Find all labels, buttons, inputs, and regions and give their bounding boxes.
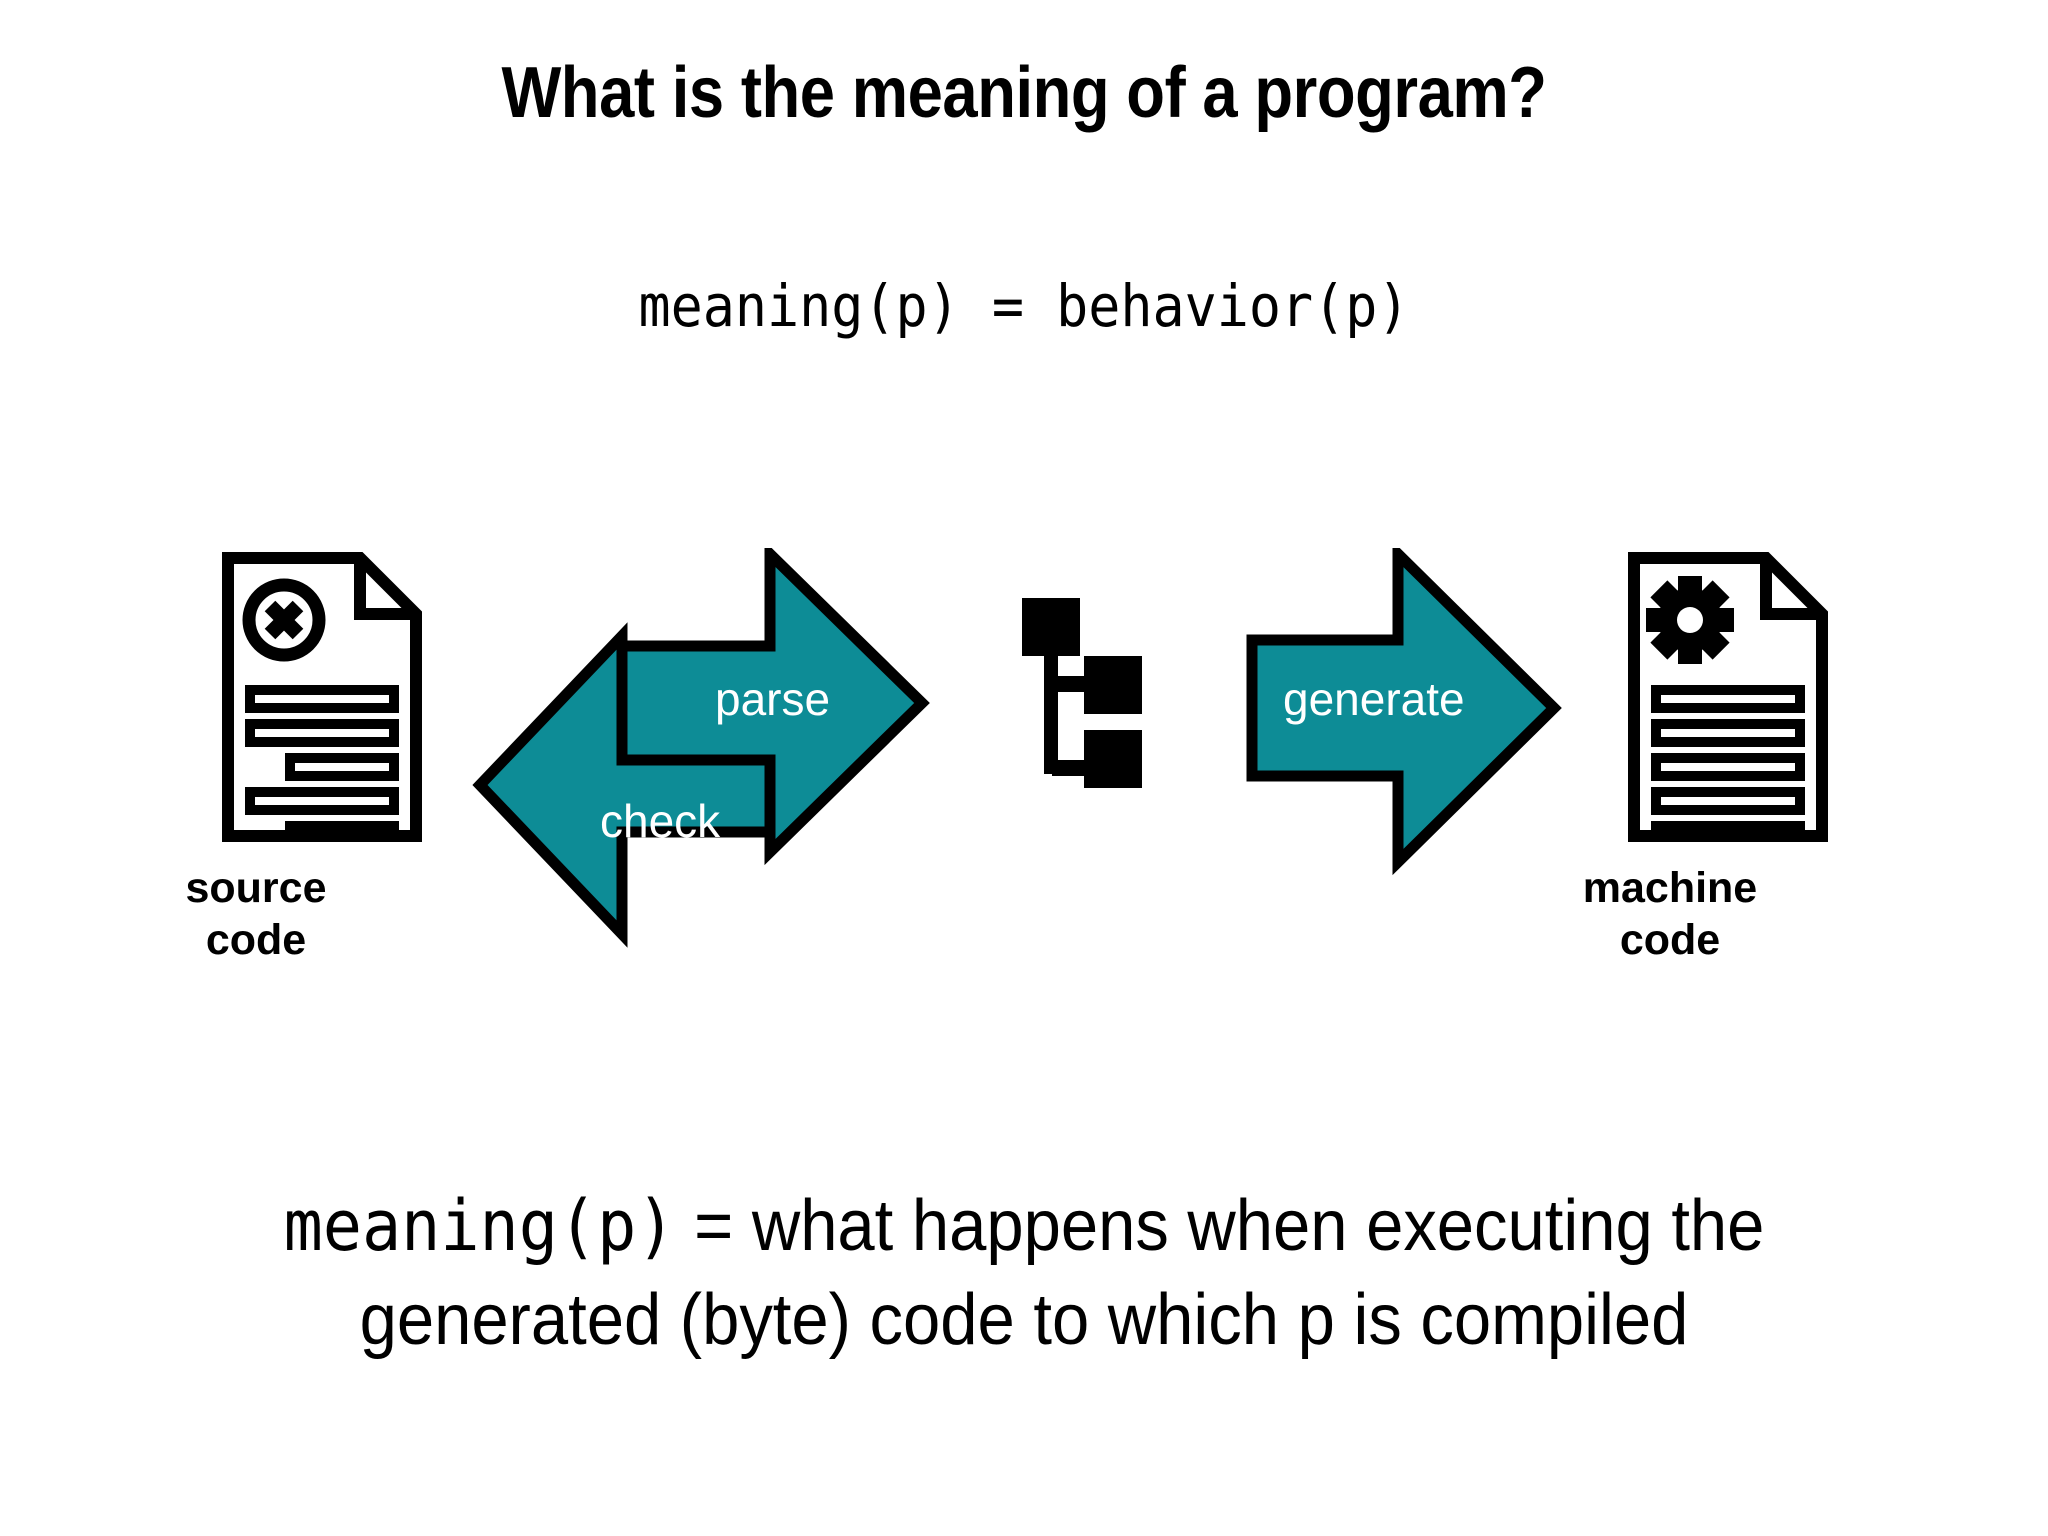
machine-code-document [1628, 552, 1828, 849]
compiler-pipeline-diagram [0, 530, 2048, 1000]
caption-line-1: meaning(p) = what happens when executing… [131, 1180, 1917, 1274]
source-code-label-line1: source [185, 864, 327, 912]
caption-line-1-rest: = what happens when executing the [675, 1186, 1765, 1266]
machine-code-label-line1: machine [1582, 864, 1758, 912]
meaning-caption: meaning(p) = what happens when executing… [64, 1180, 1984, 1367]
document-with-error-icon [222, 552, 422, 849]
caption-line-2: generated (byte) code to which p is comp… [359, 1279, 1689, 1360]
generate-arrow [1246, 548, 1562, 876]
syntax-tree-icon [1022, 598, 1142, 788]
meaning-formula: meaning(p) = behavior(p) [638, 272, 1410, 340]
machine-code-label: machine code [1520, 862, 1820, 967]
source-code-label: source code [106, 862, 406, 967]
caption-mono-term: meaning(p) [283, 1185, 676, 1267]
parse-check-double-arrow [472, 548, 930, 948]
source-code-label-line2: code [205, 916, 307, 965]
page-title: What is the meaning of a program? [501, 53, 1547, 133]
machine-code-label-line2: code [1619, 916, 1721, 965]
source-code-document [222, 552, 422, 849]
document-with-gear-icon [1628, 552, 1828, 849]
